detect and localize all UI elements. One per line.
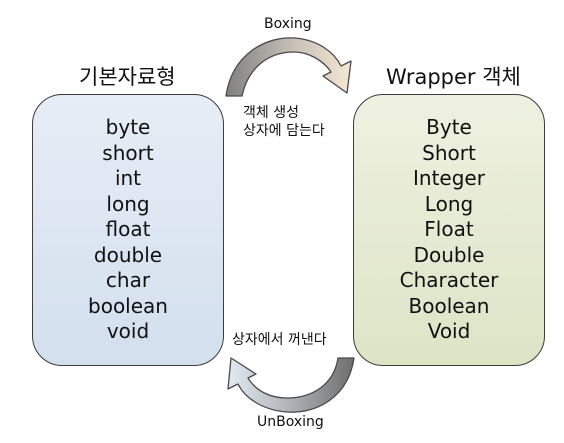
boxing-description: 객체 생성 상자에 담는다 xyxy=(243,104,325,140)
wrapper-class-item: Void xyxy=(427,319,471,343)
primitive-types-heading: 기본자료형 xyxy=(79,65,176,89)
wrapper-class-item: Float xyxy=(424,217,474,241)
wrapper-class-item: Integer xyxy=(413,166,485,190)
boxing-description-line-1: 객체 생성 xyxy=(243,105,299,121)
boxing-label: Boxing xyxy=(264,16,312,32)
primitive-type-item: byte xyxy=(105,115,151,139)
primitive-type-item: float xyxy=(105,217,151,241)
wrapper-class-item: Short xyxy=(422,140,476,165)
unboxing-arrow xyxy=(227,357,355,413)
wrapper-class-item: Character xyxy=(399,268,499,292)
primitive-type-item: double xyxy=(93,242,163,267)
wrapper-objects-list: Byte Short Integer Long Float Double Cha… xyxy=(354,115,544,345)
wrapper-class-item: Boolean xyxy=(408,293,490,318)
wrapper-class-item: Double xyxy=(413,242,485,267)
wrapper-class-item: Long xyxy=(424,191,474,216)
unboxing-description: 상자에서 꺼낸다 xyxy=(232,332,327,348)
primitive-type-item: boolean xyxy=(88,293,168,318)
primitive-type-item: char xyxy=(105,268,151,292)
primitive-type-item: long xyxy=(106,191,150,216)
primitive-type-item: int xyxy=(114,166,142,190)
boxing-description-line-2: 상자에 담는다 xyxy=(243,123,325,139)
boxing-arrow xyxy=(225,37,352,97)
unboxing-label: UnBoxing xyxy=(257,414,324,430)
wrapper-class-item: Byte xyxy=(426,115,472,139)
primitive-type-item: void xyxy=(106,319,150,343)
wrapper-objects-box: Byte Short Integer Long Float Double Cha… xyxy=(353,94,545,366)
primitive-types-list: byte short int long float double char bo… xyxy=(33,115,223,345)
wrapper-objects-heading: Wrapper 객체 xyxy=(386,65,521,89)
primitive-type-item: short xyxy=(102,140,154,165)
primitive-types-box: byte short int long float double char bo… xyxy=(32,94,224,366)
